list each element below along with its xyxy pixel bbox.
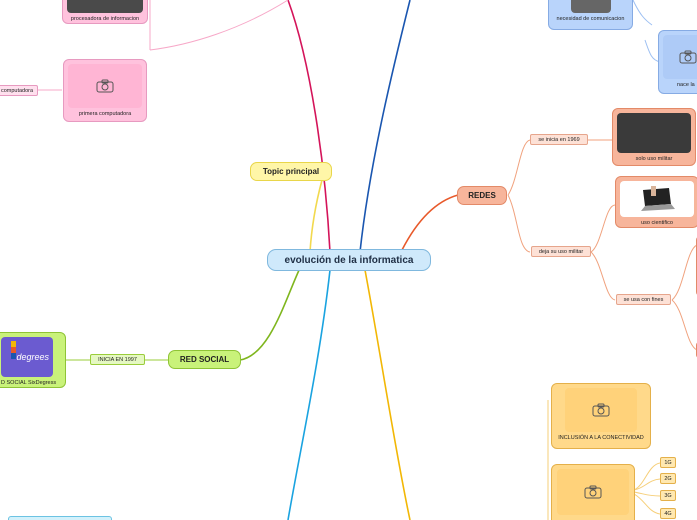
redes-label: REDES <box>468 191 496 200</box>
sixdegrees-caption: D SOCIAL SixDegress <box>1 380 57 386</box>
solo-militar-photo <box>617 113 691 153</box>
sixdegrees-color-blocks <box>11 341 16 359</box>
nace-la-caption: nace la <box>677 82 695 88</box>
computadora-label[interactable]: computadora <box>0 85 38 96</box>
uso-cientifico-photo <box>620 181 694 217</box>
inclusion-card[interactable]: INCLUSIÓN A LA CONECTIVIDAD <box>551 383 651 449</box>
se-inicia-label[interactable]: se inicia en 1969 <box>530 134 588 145</box>
uso-cientifico-caption: uso cientifico <box>641 220 673 226</box>
necesidad-photo <box>570 0 611 13</box>
topic-principal-node[interactable]: Topic principal <box>250 162 332 181</box>
central-topic[interactable]: evolución de la informatica <box>267 249 431 271</box>
se-usa-fines-label[interactable]: se usa con fines <box>616 294 671 305</box>
primera-computadora-image <box>68 64 142 108</box>
generations-card[interactable] <box>551 464 635 520</box>
procesadora-photo <box>67 0 143 13</box>
inclusion-caption: INCLUSIÓN A LA CONECTIVIDAD <box>558 435 644 441</box>
sixdegrees-logo-text: degrees <box>16 352 49 362</box>
solo-militar-caption: solo uso militar <box>635 156 673 162</box>
necesidad-card[interactable]: necesidad de comunicacion <box>548 0 633 30</box>
nace-la-card[interactable]: nace la <box>658 30 697 94</box>
deja-militar-label[interactable]: deja su uso militar <box>531 246 591 257</box>
uso-cientifico-card[interactable]: uso cientifico <box>615 176 697 228</box>
topic-principal-label: Topic principal <box>262 167 320 176</box>
inicia-1997-label[interactable]: INICIA EN 1997 <box>90 354 145 365</box>
red-social-node[interactable]: RED SOCIAL <box>168 350 241 369</box>
red-social-label: RED SOCIAL <box>179 355 230 364</box>
redes-node[interactable]: REDES <box>457 186 507 205</box>
procesadora-caption: procesadora de informacion <box>70 16 140 22</box>
sixdegrees-card[interactable]: degrees D SOCIAL SixDegress <box>0 332 66 388</box>
camera-icon <box>592 403 610 417</box>
nace-la-image <box>663 35 697 79</box>
generation-4g[interactable]: 4G <box>660 508 676 519</box>
generation-2g[interactable]: 2G <box>660 473 676 484</box>
bottom-cyan-node[interactable] <box>8 516 112 520</box>
necesidad-caption: necesidad de comunicacion <box>556 16 625 22</box>
camera-icon <box>679 50 697 64</box>
laptop-icon <box>641 186 675 211</box>
camera-icon <box>96 79 114 93</box>
procesadora-card[interactable]: procesadora de informacion <box>62 0 148 24</box>
primera-computadora-caption: primera computadora <box>78 111 132 117</box>
generations-image <box>557 469 629 515</box>
sixdegrees-logo-image: degrees <box>1 337 53 377</box>
inclusion-image <box>565 388 637 432</box>
camera-icon <box>584 485 602 499</box>
generation-1g[interactable]: 1G <box>660 457 676 468</box>
primera-computadora-card[interactable]: primera computadora <box>63 59 147 122</box>
generation-3g[interactable]: 3G <box>660 490 676 501</box>
solo-militar-card[interactable]: solo uso militar <box>612 108 696 166</box>
central-topic-label: evolución de la informatica <box>284 254 414 266</box>
